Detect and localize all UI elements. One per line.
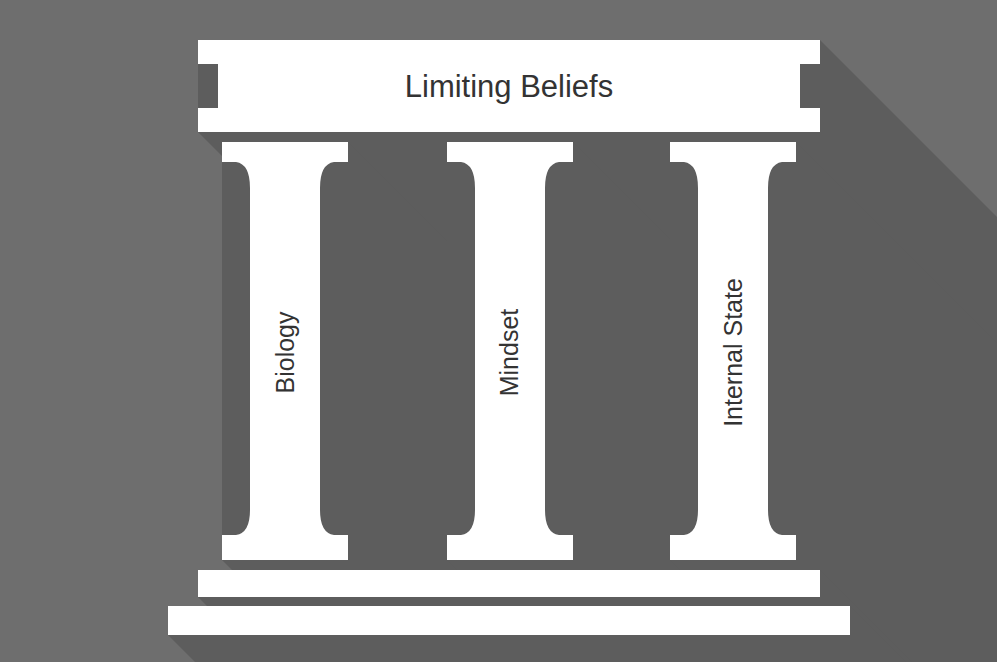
pillar-fill <box>222 142 348 560</box>
pillar-shape: Mindset <box>447 142 573 562</box>
pillar-shape: Internal State <box>670 142 796 562</box>
upper-step <box>198 570 820 597</box>
pillar-fill <box>670 142 796 560</box>
entablature-box: Limiting Beliefs <box>198 40 820 132</box>
lower-step <box>168 606 850 635</box>
shadow-part <box>168 606 997 662</box>
pillar-shape: Biology <box>222 142 348 562</box>
title-label: Limiting Beliefs <box>405 71 613 102</box>
entablature-fill <box>198 40 820 132</box>
pillar-fill <box>447 142 573 560</box>
pillar-label: Internal State <box>721 278 746 427</box>
pillar-label: Mindset <box>497 308 522 396</box>
long-shadow <box>168 40 997 662</box>
pillar-label: Biology <box>273 311 298 393</box>
